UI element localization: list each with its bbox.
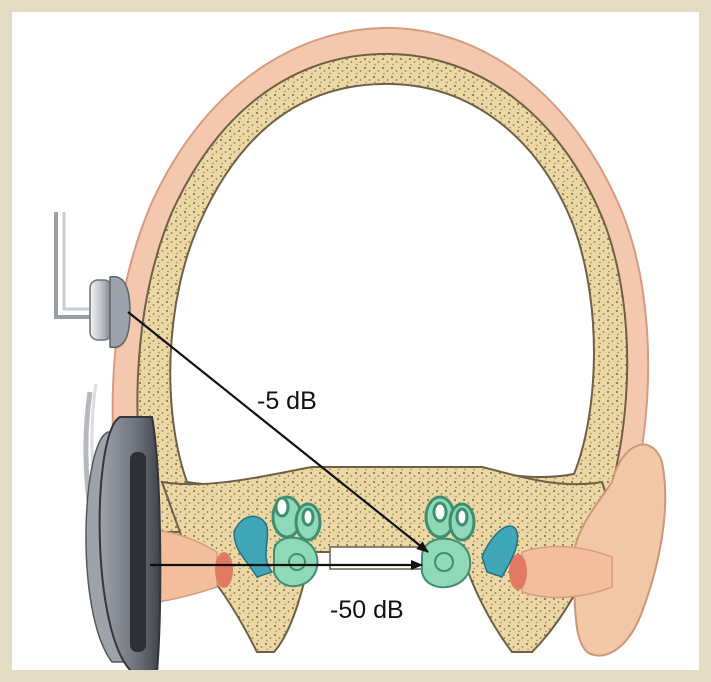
illustration-panel: -5 dB -50 dB bbox=[12, 12, 699, 670]
bone-conduction-vibrator bbox=[56, 212, 130, 347]
left-cochlea bbox=[274, 538, 317, 587]
bone-conduction-label: -5 dB bbox=[257, 387, 317, 415]
left-eardrum bbox=[215, 552, 233, 588]
headphone bbox=[86, 384, 160, 670]
right-ear-canal bbox=[522, 547, 612, 598]
head-cross-section-diagram: -5 dB -50 dB bbox=[12, 12, 699, 670]
air-conduction-label: -50 dB bbox=[330, 596, 404, 624]
right-cochlea bbox=[422, 539, 470, 588]
